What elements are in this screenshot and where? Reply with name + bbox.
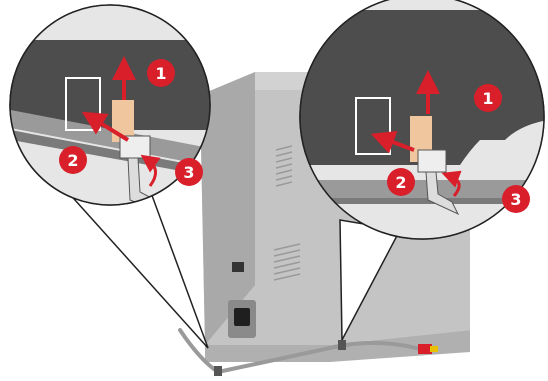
svg-text:1: 1: [482, 89, 493, 108]
step-badge-right-3: 3: [502, 185, 530, 213]
step-badge-right-1: 1: [474, 84, 502, 112]
svg-text:2: 2: [395, 173, 406, 192]
svg-text:1: 1: [155, 64, 166, 83]
step-badge-left-3: 3: [175, 158, 203, 186]
svg-text:2: 2: [67, 151, 78, 170]
step-badge-left-1: 1: [147, 59, 175, 87]
svg-text:3: 3: [183, 163, 194, 182]
svg-text:3: 3: [510, 190, 521, 209]
step-badge-left-2: 2: [59, 146, 87, 174]
step-badge-right-2: 2: [387, 168, 415, 196]
